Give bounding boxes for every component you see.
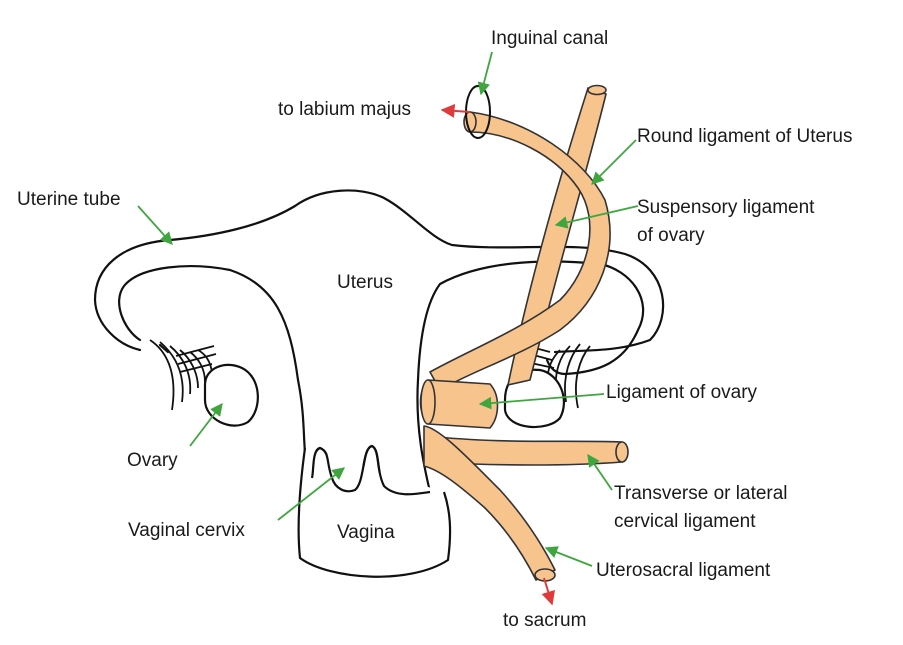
direction-arrows xyxy=(440,103,555,606)
leader-round xyxy=(591,139,637,185)
label-suspensory-line2: of ovary xyxy=(637,225,705,246)
suspensory-ligament-end xyxy=(587,84,607,96)
ligament-of-ovary-end xyxy=(420,379,436,425)
label-inguinal-canal: Inguinal canal xyxy=(491,28,609,49)
uterosacral-ligament xyxy=(423,425,556,581)
leader-lines xyxy=(137,51,639,567)
label-to-sacrum: to sacrum xyxy=(503,610,587,631)
label-ligament-of-ovary: Ligament of ovary xyxy=(606,382,758,403)
label-uterine-tube: Uterine tube xyxy=(17,189,121,210)
arrow-to-sacrum xyxy=(541,577,555,606)
leader-suspensory xyxy=(554,205,639,229)
label-ovary: Ovary xyxy=(127,450,178,471)
leader-transverse xyxy=(587,453,613,491)
arrow-to-labium xyxy=(440,103,471,118)
label-suspensory-line1: Suspensory ligament xyxy=(637,197,815,218)
leader-ovary xyxy=(189,402,223,447)
label-transverse-line1: Transverse or lateral xyxy=(614,483,788,504)
leader-uterine-tube xyxy=(137,205,173,245)
label-transverse-line2: cervical ligament xyxy=(614,511,756,532)
suspensory-ligament xyxy=(507,87,607,386)
fimbriae-left xyxy=(149,339,217,411)
leader-cervix xyxy=(277,467,345,521)
leader-ligament-ovary xyxy=(478,393,605,410)
vagina-outline xyxy=(297,447,452,578)
leader-uterosacral xyxy=(544,546,593,567)
transverse-ligament-end xyxy=(615,441,629,463)
label-uterus: Uterus xyxy=(337,272,393,293)
leader-inguinal xyxy=(477,51,493,96)
ligaments xyxy=(419,84,629,582)
label-round-ligament: Round ligament of Uterus xyxy=(637,126,853,147)
cervix-outline xyxy=(310,444,431,496)
label-vaginal-cervix: Vaginal cervix xyxy=(128,520,245,541)
label-uterosacral: Uterosacral ligament xyxy=(596,560,771,581)
label-to-labium-majus: to labium majus xyxy=(278,99,412,120)
label-vagina: Vagina xyxy=(337,522,395,543)
